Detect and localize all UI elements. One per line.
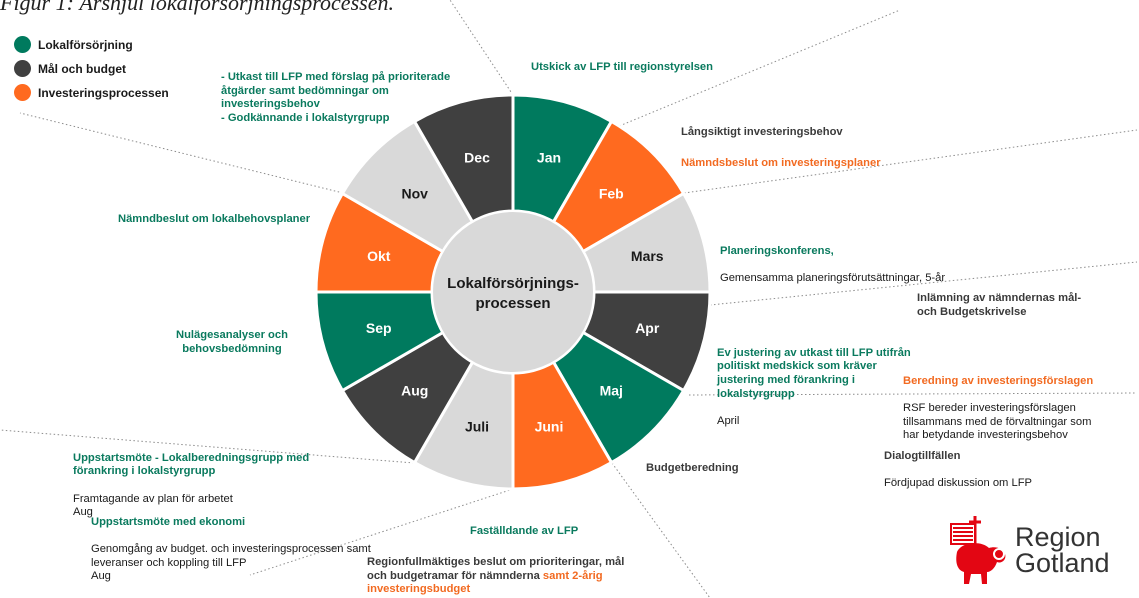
connector-line bbox=[0, 429, 415, 464]
note-apr-3-text: RSF bereder investeringsförslagen tillsa… bbox=[903, 401, 1092, 442]
note-aug-2-title: Uppstartsmöte med ekonomi bbox=[91, 515, 246, 528]
note-aug-1: Uppstartsmöte - Lokalberedningsgrupp med… bbox=[73, 438, 309, 534]
logo-line-1: Region bbox=[1015, 521, 1101, 552]
legend-label: Mål och budget bbox=[38, 61, 126, 76]
note-juni-2-text: Regionfullmäktiges beslut om prioriterin… bbox=[367, 556, 625, 582]
note-jan: Utskick av LFP till regionstyrelsen bbox=[531, 61, 713, 73]
note-maj: Dialogtillfällen Fördjupad diskussion om… bbox=[884, 436, 1032, 504]
legend-swatch-green bbox=[14, 36, 31, 53]
note-aug-1-title: Uppstartsmöte - Lokalberedningsgrupp med… bbox=[73, 451, 310, 478]
note-sep: Nulägesanalyser och behovsbedömning bbox=[176, 329, 288, 355]
month-label-jan: Jan bbox=[537, 150, 561, 166]
wheel-center bbox=[431, 210, 595, 374]
note-mars: Planeringskonferens, Gemensamma planerin… bbox=[720, 231, 945, 299]
logo-text: Region Gotland bbox=[1015, 521, 1110, 578]
note-okt: Nämndbeslut om lokalbehovsplaner bbox=[118, 213, 311, 225]
legend-item-mal-och-budget: Mål och budget bbox=[14, 60, 169, 77]
connector-line bbox=[449, 0, 514, 96]
region-gotland-logo: Region Gotland bbox=[947, 512, 1110, 588]
connector-line bbox=[683, 129, 1138, 194]
figure-title: Figur 1: Årshjul lokalförsörjningsproces… bbox=[0, 0, 394, 15]
month-label-sep: Sep bbox=[366, 320, 392, 336]
legend: Lokalförsörjning Mål och budget Invester… bbox=[14, 36, 169, 101]
note-feb-2: Nämndsbeslut om investeringsplaner bbox=[681, 157, 881, 169]
note-juni-2: Regionfullmäktiges beslut om prioriterin… bbox=[367, 556, 624, 597]
month-label-dec: Dec bbox=[464, 150, 490, 166]
month-label-apr: Apr bbox=[635, 320, 660, 336]
note-apr-2: Ev justering av utkast till LFP utifrån … bbox=[717, 333, 911, 442]
note-maj-title: Dialogtillfällen bbox=[884, 449, 961, 462]
note-aug-2-text: Genomgång av budget. och investeringspro… bbox=[91, 542, 371, 583]
legend-label: Lokalförsörjning bbox=[38, 37, 133, 52]
note-apr-3: Beredning av investeringsförslagen RSF b… bbox=[903, 361, 1093, 457]
connector-line bbox=[611, 462, 711, 598]
month-label-nov: Nov bbox=[401, 186, 428, 202]
legend-item-lokalforsorjning: Lokalförsörjning bbox=[14, 36, 169, 53]
connector-line bbox=[19, 112, 344, 194]
note-apr-1: Inlämning av nämndernas mål- och Budgets… bbox=[917, 292, 1082, 318]
note-apr-3-title: Beredning av investeringsförslagen bbox=[903, 374, 1094, 387]
note-aug-2: Uppstartsmöte med ekonomi Genomgång av b… bbox=[91, 502, 371, 598]
month-label-juli: Juli bbox=[465, 418, 489, 434]
note-mars-title: Planeringskonferens, bbox=[720, 244, 834, 257]
month-label-feb: Feb bbox=[599, 186, 624, 202]
month-label-mars: Mars bbox=[631, 248, 664, 264]
month-label-okt: Okt bbox=[367, 248, 391, 264]
note-apr-2-sub: April bbox=[717, 414, 740, 427]
month-label-maj: Maj bbox=[600, 382, 623, 398]
legend-swatch-orange bbox=[14, 84, 31, 101]
ram-icon bbox=[950, 516, 1006, 584]
logo-line-2: Gotland bbox=[1015, 548, 1110, 578]
month-segments bbox=[314, 93, 712, 491]
note-juni-2-orange: samt 2-årig investeringsbudget bbox=[367, 569, 603, 596]
legend-label: Investeringsprocessen bbox=[38, 85, 169, 100]
note-maj-2: Budgetberedning bbox=[646, 462, 739, 474]
note-juni-1: Faställdande av LFP bbox=[470, 525, 579, 537]
legend-swatch-dark bbox=[14, 60, 31, 77]
connector-line bbox=[688, 392, 1138, 396]
wheel-center-label: Lokalförsörjnings-processen bbox=[447, 275, 579, 312]
month-label-aug: Aug bbox=[401, 382, 428, 398]
note-feb-1: Långsiktigt investeringsbehov bbox=[681, 126, 843, 138]
note-aug-1-text: Framtagande av plan för arbetet Aug bbox=[73, 492, 233, 519]
month-label-juni: Juni bbox=[535, 418, 564, 434]
note-apr-2-title: Ev justering av utkast till LFP utifrån … bbox=[717, 346, 911, 400]
note-dec: - Utkast till LFP med förslag på priorit… bbox=[221, 71, 451, 124]
legend-item-investeringsprocessen: Investeringsprocessen bbox=[14, 84, 169, 101]
note-maj-text: Fördjupad diskussion om LFP bbox=[884, 476, 1032, 489]
note-mars-text: Gemensamma planeringsförutsättningar, 5-… bbox=[720, 271, 946, 284]
